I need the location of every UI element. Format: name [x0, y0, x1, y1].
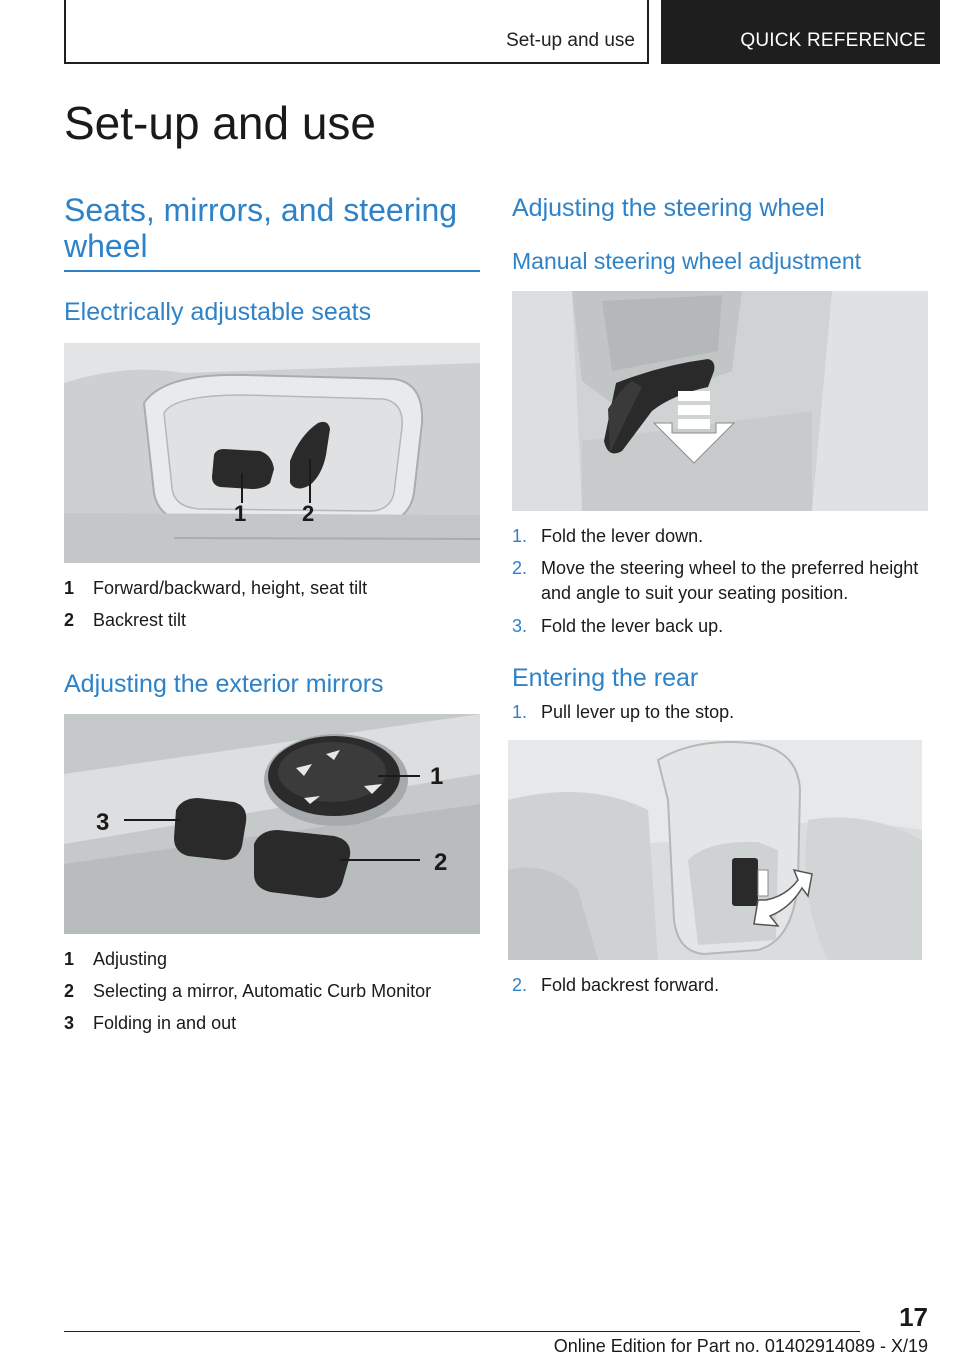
mirror-controls-figure: 1 2 3 — [64, 714, 480, 934]
legend-text: Backrest tilt — [93, 610, 187, 630]
page-title: Set-up and use — [64, 97, 377, 149]
legend-number: 3 — [64, 1013, 75, 1033]
mirrors-legend-item: 1 Adjusting — [64, 947, 480, 972]
step-number: 2. — [512, 558, 528, 578]
legend-text: Folding in and out — [93, 1013, 237, 1033]
section-divider — [64, 270, 480, 272]
legend-text: Adjusting — [93, 949, 168, 969]
step-text: Fold the lever back up. — [541, 616, 724, 636]
seats-legend-item: 1 Forward/backward, height, seat tilt — [64, 576, 480, 601]
rear-step: 2. Fold backrest forward. — [512, 973, 931, 998]
legend-number: 2 — [64, 610, 75, 630]
step-number: 1. — [512, 526, 528, 546]
header-section-label: Set-up and use — [506, 30, 635, 51]
steering-heading: Adjusting the steering wheel — [512, 194, 825, 222]
seat-figure-label-1: 1 — [234, 501, 246, 526]
legend-text: Forward/backward, height, seat tilt — [93, 578, 368, 598]
mirror-figure-label-1: 1 — [430, 763, 443, 790]
seat-figure-label-2: 2 — [302, 501, 314, 526]
mirror-figure-label-2: 2 — [434, 849, 447, 876]
section-title: Seats, mirrors, and steering wheel — [64, 192, 458, 264]
steering-subheading: Manual steering wheel adjustment — [512, 248, 862, 274]
step-number: 3. — [512, 616, 528, 636]
seats-legend-item: 2 Backrest tilt — [64, 608, 480, 633]
mirrors-heading: Adjusting the exterior mirrors — [64, 670, 384, 698]
seats-heading: Electrically adjustable seats — [64, 298, 372, 326]
page-number: 17 — [899, 1302, 928, 1332]
rear-entry-figure — [508, 740, 922, 960]
step-text: Fold the lever down. — [541, 526, 704, 546]
steering-lever-figure — [512, 291, 928, 511]
step-text: Pull lever up to the stop. — [541, 702, 735, 722]
header-chapter-label: QUICK REFERENCE — [740, 30, 926, 51]
mirror-figure-label-3: 3 — [96, 809, 109, 836]
legend-number: 2 — [64, 981, 75, 1001]
mirrors-legend-item: 3 Folding in and out — [64, 1011, 480, 1036]
step-number: 1. — [512, 702, 528, 722]
steering-step: 1. Fold the lever down. — [512, 524, 931, 549]
header-section-tab: Set-up and use — [64, 0, 649, 64]
mirrors-legend-item: 2 Selecting a mirror, Automatic Curb Mon… — [64, 979, 480, 1004]
rear-entry-heading: Entering the rear — [512, 664, 699, 692]
step-text: Move the steering wheel to the preferred… — [541, 558, 919, 603]
legend-number: 1 — [64, 578, 75, 598]
seat-controls-figure: 1 2 — [64, 343, 480, 563]
step-text: Fold backrest forward. — [541, 975, 720, 995]
steering-step: 2. Move the steering wheel to the prefer… — [512, 556, 931, 606]
legend-number: 1 — [64, 949, 75, 969]
header-chapter-tab[interactable]: QUICK REFERENCE — [661, 0, 940, 64]
rear-step: 1. Pull lever up to the stop. — [512, 700, 931, 725]
footer-divider — [64, 1331, 860, 1332]
footer-edition-text: Online Edition for Part no. 01402914089 … — [553, 1336, 928, 1356]
legend-text: Selecting a mirror, Automatic Curb Monit… — [93, 981, 432, 1001]
steering-step: 3. Fold the lever back up. — [512, 614, 931, 639]
step-number: 2. — [512, 975, 528, 995]
